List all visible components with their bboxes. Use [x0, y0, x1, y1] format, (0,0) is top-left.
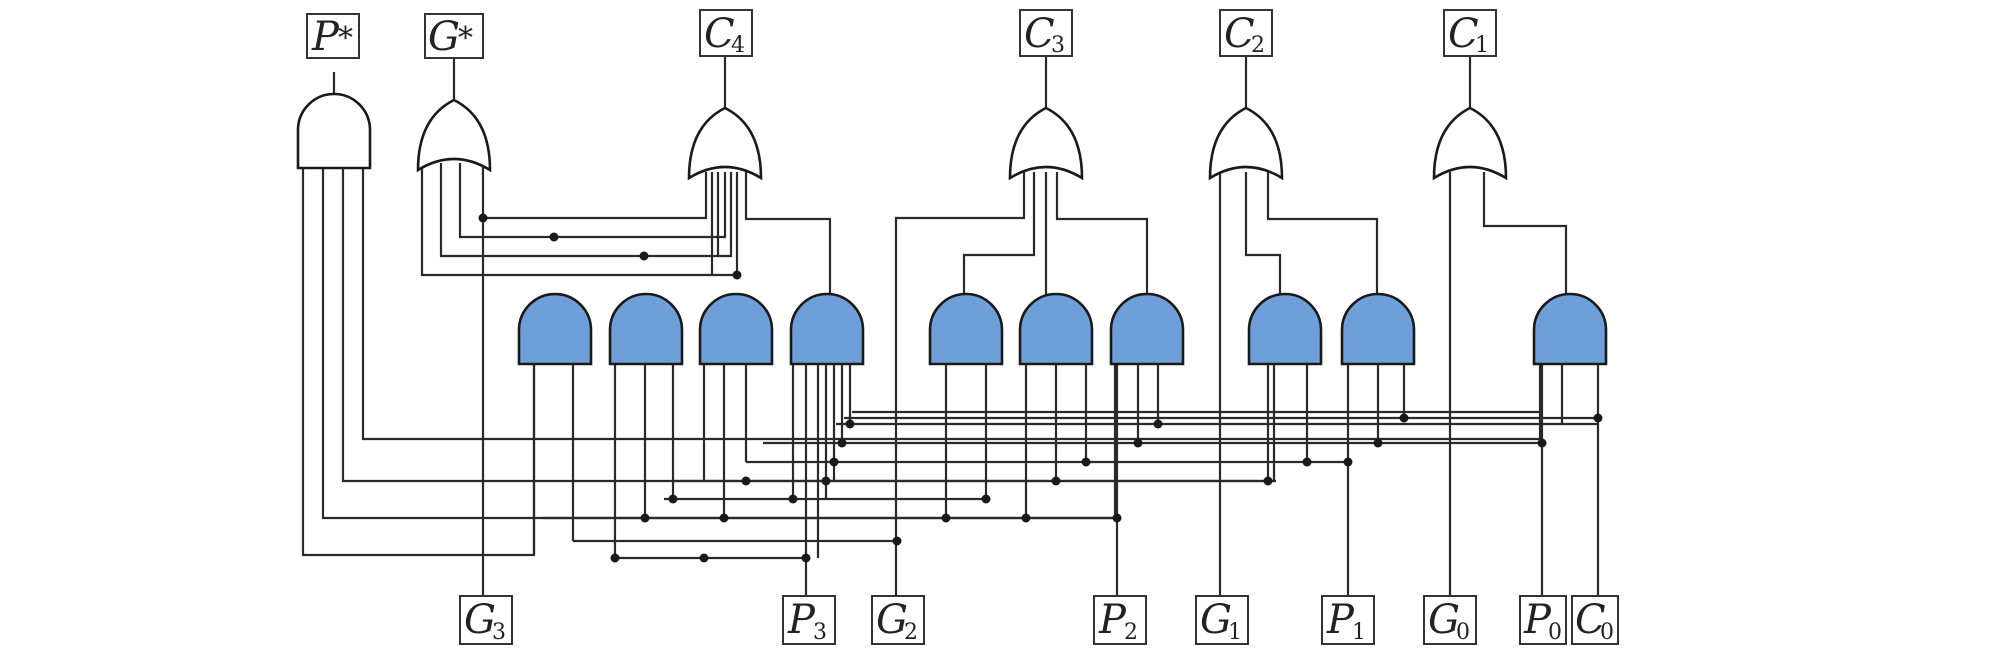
- and-gate: [1018, 292, 1094, 366]
- and-gate: [1340, 292, 1416, 366]
- junction-dot: [639, 251, 649, 261]
- junction-dot: [732, 270, 742, 280]
- and-gate: [928, 292, 1004, 366]
- or-gate-c4: [687, 106, 763, 181]
- junction-dot: [478, 213, 488, 223]
- junction-dot: [941, 513, 951, 523]
- junction-dot: [699, 553, 709, 563]
- label-p0-main: P: [1523, 597, 1552, 643]
- junction-dot: [801, 553, 811, 563]
- label-g1-sub: 1: [1228, 620, 1242, 645]
- junction-dot: [1399, 413, 1409, 423]
- label-g0-sub: 0: [1456, 620, 1470, 645]
- junction-dot: [741, 476, 751, 486]
- label-c1-sub: 1: [1475, 33, 1489, 58]
- label-p2-sub: 2: [1124, 620, 1138, 645]
- label-g0: G 0: [1423, 595, 1477, 645]
- junction-dot: [1153, 419, 1163, 429]
- and-gate-p-star: [296, 92, 372, 170]
- label-p1-main: P: [1326, 597, 1355, 643]
- label-g-star: G *: [424, 13, 484, 60]
- or-gate-g-star: [416, 98, 492, 173]
- or-gate-c3: [1008, 106, 1084, 181]
- junction-dot: [1302, 457, 1312, 467]
- label-c2-main: C: [1224, 11, 1255, 57]
- label-g3-sub: 3: [492, 620, 506, 645]
- junction-dot: [821, 476, 831, 486]
- junction-dot: [668, 494, 678, 504]
- label-p3: P 3: [782, 595, 836, 645]
- label-p1: P 1: [1321, 595, 1375, 645]
- junction-dot: [719, 513, 729, 523]
- label-p-star-sub: *: [338, 21, 353, 56]
- label-g1: G 1: [1195, 595, 1249, 645]
- and-gate-row: [517, 292, 1608, 366]
- junction-dot: [845, 419, 855, 429]
- junction-dot: [1343, 457, 1353, 467]
- label-c3-sub: 3: [1051, 33, 1065, 58]
- label-g2-sub: 2: [904, 620, 918, 645]
- label-g2: G 2: [871, 595, 925, 645]
- junction-dot: [892, 536, 902, 546]
- junction-dot: [1051, 476, 1061, 486]
- and-gate: [698, 292, 774, 366]
- label-p2-main: P: [1098, 597, 1127, 643]
- and-gate: [608, 292, 684, 366]
- junction-dot: [837, 438, 847, 448]
- label-c1: C 1: [1443, 9, 1497, 58]
- label-g1-main: G: [1200, 597, 1232, 643]
- junction-dot: [1537, 438, 1547, 448]
- label-c3: C 3: [1019, 9, 1073, 58]
- label-g3-main: G: [464, 597, 496, 643]
- junction-dot: [610, 553, 620, 563]
- and-gate: [789, 292, 865, 366]
- or-gate-c1: [1432, 106, 1508, 181]
- label-c4-main: C: [704, 11, 735, 57]
- label-g2-main: G: [876, 597, 908, 643]
- junction-dot: [1112, 513, 1122, 523]
- label-c4-sub: 4: [731, 33, 745, 58]
- label-c0: C 0: [1571, 595, 1619, 645]
- label-c0-main: C: [1575, 597, 1606, 643]
- label-g-star-main: G: [428, 14, 460, 60]
- label-g3: G 3: [459, 595, 513, 645]
- label-p3-sub: 3: [813, 620, 827, 645]
- label-c3-main: C: [1024, 11, 1055, 57]
- label-p3-main: P: [787, 597, 816, 643]
- label-g-star-sub: *: [458, 21, 473, 56]
- and-gate: [1109, 292, 1185, 366]
- label-p-star: P *: [306, 13, 360, 60]
- junction-dot: [1263, 476, 1273, 486]
- label-p0: P 0: [1519, 595, 1567, 645]
- label-p-star-main: P: [311, 14, 340, 60]
- junction-dot: [788, 494, 798, 504]
- label-p1-sub: 1: [1352, 620, 1366, 645]
- and-gate: [1247, 292, 1323, 366]
- label-g0-main: G: [1428, 597, 1460, 643]
- and-gate: [517, 292, 593, 366]
- junction-dot: [1021, 513, 1031, 523]
- label-c2: C 2: [1219, 9, 1273, 58]
- or-gate-c2: [1208, 106, 1284, 181]
- label-p0-sub: 0: [1548, 620, 1562, 645]
- label-c2-sub: 2: [1251, 33, 1265, 58]
- junction-dot: [829, 457, 839, 467]
- junction-dot: [549, 232, 559, 242]
- junction-dot: [1593, 413, 1603, 423]
- junction-dot: [981, 494, 991, 504]
- junction-dot: [1081, 457, 1091, 467]
- label-c4: C 4: [699, 9, 753, 58]
- label-c1-main: C: [1448, 11, 1479, 57]
- and-gate: [1532, 292, 1608, 366]
- junction-dot: [1373, 438, 1383, 448]
- label-p2: P 2: [1093, 595, 1147, 645]
- junction-dot: [640, 513, 650, 523]
- label-c0-sub: 0: [1600, 620, 1614, 645]
- junction-dot: [1133, 438, 1143, 448]
- junction-dots: [478, 213, 1603, 563]
